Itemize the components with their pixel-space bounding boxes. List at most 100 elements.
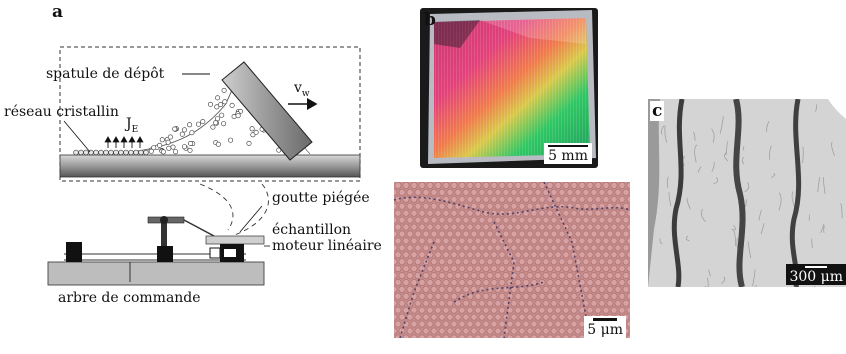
- crystal-bead: [103, 149, 109, 156]
- crystal-bead: [78, 149, 84, 156]
- crystal-bead: [93, 149, 99, 156]
- particle: [215, 141, 221, 147]
- texture-stroke: [820, 223, 824, 233]
- label-motor: moteur linéaire: [272, 238, 382, 254]
- texture-stroke: [731, 224, 736, 231]
- particle: [221, 87, 227, 93]
- texture-stroke: [708, 269, 711, 277]
- photonic-crystal-photo: 5 mm: [420, 8, 598, 168]
- texture-stroke: [719, 115, 724, 134]
- texture-stroke: [720, 276, 726, 285]
- panel-a: a: [0, 0, 390, 354]
- texture-stroke: [823, 225, 825, 234]
- sem-image: 300 μm: [648, 99, 846, 287]
- particle: [221, 121, 227, 127]
- colloid-micrograph: 5 μm: [394, 182, 630, 338]
- particle: [187, 122, 193, 128]
- photo-image: [420, 8, 598, 168]
- evaporation-arrows: [104, 136, 144, 148]
- particle: [182, 144, 188, 150]
- crystal-bead: [108, 149, 114, 156]
- sem-picture: [648, 99, 846, 287]
- particle: [170, 144, 176, 150]
- holder-knob: [160, 216, 168, 224]
- label-drop: goutte piégée: [272, 190, 370, 206]
- texture-stroke: [697, 166, 702, 173]
- sem-scale-bar: [805, 266, 828, 268]
- texture-stroke: [742, 146, 745, 151]
- texture-stroke: [752, 269, 756, 286]
- texture-stroke: [744, 182, 750, 193]
- blade-arm: [183, 219, 215, 237]
- texture-stroke: [815, 104, 817, 112]
- velocity-subscript: w: [301, 88, 310, 99]
- flux-symbol: J: [126, 116, 132, 132]
- texture-stroke: [778, 192, 782, 211]
- motor-window: [224, 249, 236, 257]
- particle: [215, 116, 221, 122]
- projection-line-left: [199, 183, 234, 231]
- particle: [179, 131, 185, 137]
- boundary-line: [493, 221, 515, 338]
- particle: [218, 102, 224, 108]
- panel-c-letter: c: [650, 101, 665, 121]
- crystal-bead: [123, 149, 129, 156]
- boundary-line: [399, 241, 435, 338]
- ridge-1: [671, 99, 685, 287]
- texture-stroke: [668, 192, 672, 207]
- zoom-box: [59, 46, 361, 182]
- texture-stroke: [713, 177, 718, 185]
- panel-b-letter: b: [424, 10, 436, 30]
- label-blade: spatule de dépôt: [46, 66, 165, 82]
- crystal-bead: [133, 149, 139, 156]
- label-crystal: réseau cristallin: [4, 104, 119, 120]
- particle: [246, 140, 252, 146]
- texture-stroke: [724, 152, 729, 162]
- micro-scale-box: 5 μm: [584, 316, 626, 338]
- particle: [165, 139, 171, 145]
- texture-stroke: [769, 145, 772, 160]
- particle: [222, 99, 228, 105]
- particle: [188, 141, 194, 147]
- sem-scale-label: 300 μm: [789, 269, 843, 285]
- corner-cut: [828, 99, 846, 119]
- photo-scale-label: 5 mm: [548, 148, 588, 164]
- texture-stroke: [840, 203, 843, 219]
- texture-stroke: [747, 241, 752, 259]
- texture-stroke: [711, 162, 715, 172]
- sem-scale-box: 300 μm: [786, 264, 846, 285]
- ridge-2: [733, 99, 746, 287]
- particle: [228, 137, 234, 143]
- panel-a-letter: a: [52, 2, 64, 22]
- particle: [166, 145, 172, 151]
- texture-stroke: [700, 208, 706, 222]
- texture-stroke: [686, 197, 691, 210]
- velocity-symbol: v: [294, 80, 302, 96]
- texture-stroke: [742, 156, 745, 165]
- boundary-line: [543, 182, 591, 338]
- particle: [249, 126, 255, 132]
- label-sample: échantillon: [272, 222, 352, 238]
- holder-post: [161, 222, 167, 246]
- texture-stroke: [694, 144, 698, 163]
- boundary-line: [453, 281, 545, 303]
- crystal-bead: [118, 149, 124, 156]
- particle: [229, 102, 235, 108]
- texture-stroke: [831, 141, 835, 156]
- photo-scale-box: 5 mm: [544, 143, 592, 164]
- particle: [148, 148, 154, 154]
- crystal-bead: [83, 149, 89, 156]
- texture-stroke: [666, 176, 669, 188]
- particle: [160, 149, 166, 155]
- particle: [187, 147, 193, 153]
- particle: [215, 95, 221, 101]
- micro-scale-bar: [593, 318, 618, 321]
- particle: [208, 101, 214, 107]
- drop-leader: [239, 205, 263, 233]
- particle: [210, 124, 216, 130]
- substrate-zoom: [59, 154, 361, 178]
- grain-boundaries: [394, 182, 630, 338]
- crystal-leader: [63, 120, 91, 153]
- particle: [189, 130, 195, 136]
- texture-stroke: [771, 173, 776, 179]
